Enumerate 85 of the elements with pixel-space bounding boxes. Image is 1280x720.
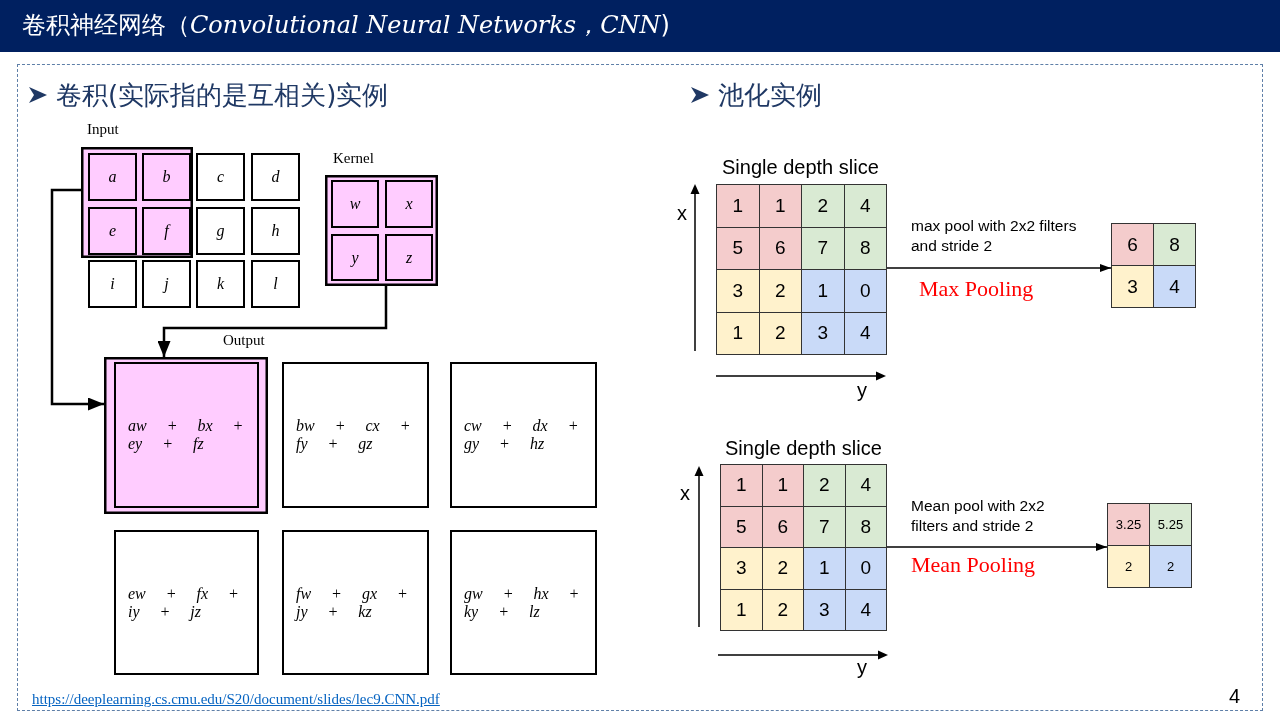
grid-cell: 4 — [844, 464, 887, 507]
input-cell: j — [142, 260, 191, 308]
output-highlight — [104, 357, 268, 514]
output-cell: cw + dx + gy + hz — [450, 362, 597, 508]
grid-cell: 3 — [803, 588, 846, 631]
grid-cell: 0 — [843, 269, 887, 313]
grid-cell: 8 — [843, 226, 887, 270]
source-link: https://deeplearning.cs.cmu.edu/S20/document/slides/lec9.CNN.pdf — [32, 690, 440, 708]
grid-cell: 1 — [720, 464, 763, 507]
output-cell: gw + hx + ky + lz — [450, 530, 597, 675]
kernel-cell: w — [331, 180, 379, 228]
grid-cell: 2 — [758, 269, 802, 313]
grid-cell: 2 — [758, 311, 802, 355]
connector-arrow — [886, 264, 1112, 272]
axis-label: x — [677, 201, 687, 225]
grid-cell: 1 — [801, 269, 845, 313]
page-number: 4 — [1229, 684, 1241, 708]
output-cell: aw + bx + ey + fz — [114, 362, 259, 508]
kernel-cell: y — [331, 234, 379, 281]
input-cell: f — [142, 207, 191, 255]
axis-label: y — [857, 655, 867, 679]
axis-label: x — [680, 481, 690, 505]
connector-arrow — [157, 286, 388, 357]
grid-cell: 2 — [801, 184, 845, 228]
grid-heading: Single depth slice — [725, 436, 882, 460]
input-cell: a — [88, 153, 137, 201]
pooling-method-label: Max Pooling — [919, 276, 1034, 302]
grid-cell: 3 — [720, 547, 763, 590]
pooling-method-label: Mean Pooling — [911, 552, 1036, 578]
kernel-cell: x — [385, 180, 433, 228]
input-cell: d — [251, 153, 300, 201]
grid-cell: 3 — [716, 269, 760, 313]
pooled-cell: 4 — [1153, 265, 1196, 308]
kernel-cell: z — [385, 234, 433, 281]
pooled-cell: 3.25 — [1107, 503, 1150, 546]
grid-cell: 5 — [720, 505, 763, 548]
grid-cell: 7 — [803, 505, 846, 548]
connector-arrow — [886, 543, 1108, 551]
grid-cell: 5 — [716, 226, 760, 270]
grid-cell: 2 — [803, 464, 846, 507]
output-cell: fw + gx + jy + kz — [282, 530, 429, 675]
axis-label: y — [857, 378, 867, 402]
output-label: Output — [223, 331, 265, 349]
pooled-cell: 2 — [1149, 545, 1192, 588]
input-cell: e — [88, 207, 137, 255]
input-cell: c — [196, 153, 245, 201]
grid-cell: 6 — [758, 226, 802, 270]
connector-arrow — [50, 188, 104, 411]
edge-label: max pool with 2x2 filters and stride 2 — [911, 216, 1078, 256]
grid-cell: 1 — [803, 547, 846, 590]
input-label: Input — [87, 120, 119, 138]
input-cell: i — [88, 260, 137, 308]
input-cell: b — [142, 153, 191, 201]
grid-heading: Single depth slice — [722, 155, 879, 179]
grid-cell: 3 — [801, 311, 845, 355]
pooled-grid — [1107, 503, 1192, 588]
grid-cell: 1 — [720, 588, 763, 631]
grid-cell: 4 — [844, 588, 887, 631]
input-cell: k — [196, 260, 245, 308]
pooled-cell: 8 — [1153, 223, 1196, 266]
pooled-cell: 3 — [1111, 265, 1154, 308]
kernel-heading: Kernel — [333, 149, 374, 168]
section-heading: 卷积(实际指的是互相关)实例 — [56, 79, 389, 112]
section-heading: 池化实例 — [718, 79, 822, 112]
input-cell: g — [196, 207, 245, 255]
grid-cell: 4 — [843, 184, 887, 228]
edge-label: Mean pool with 2x2 filters and stride 2 — [911, 496, 1046, 536]
pooled-cell: 6 — [1111, 223, 1154, 266]
grid-cell: 1 — [761, 464, 804, 507]
slide-title: 卷积神经网络（Convolutional Neural Networks，CNN) — [22, 10, 670, 41]
grid-cell: 2 — [761, 547, 804, 590]
grid-cell: 1 — [716, 311, 760, 355]
pooled-cell: 5.25 — [1149, 503, 1192, 546]
output-cell: bw + cx + fy + gz — [282, 362, 429, 508]
grid-cell: 7 — [801, 226, 845, 270]
grid-cell: 1 — [758, 184, 802, 228]
sliding-window — [81, 147, 193, 258]
input-cell: h — [251, 207, 300, 255]
output-cell: ew + fx + iy + jz — [114, 530, 259, 675]
grid-cell: 1 — [716, 184, 760, 228]
pooled-grid — [1111, 223, 1196, 308]
pooled-cell: 2 — [1107, 545, 1150, 588]
input-cell: l — [251, 260, 300, 308]
grid-cell: 4 — [843, 311, 887, 355]
grid-cell: 0 — [844, 547, 887, 590]
